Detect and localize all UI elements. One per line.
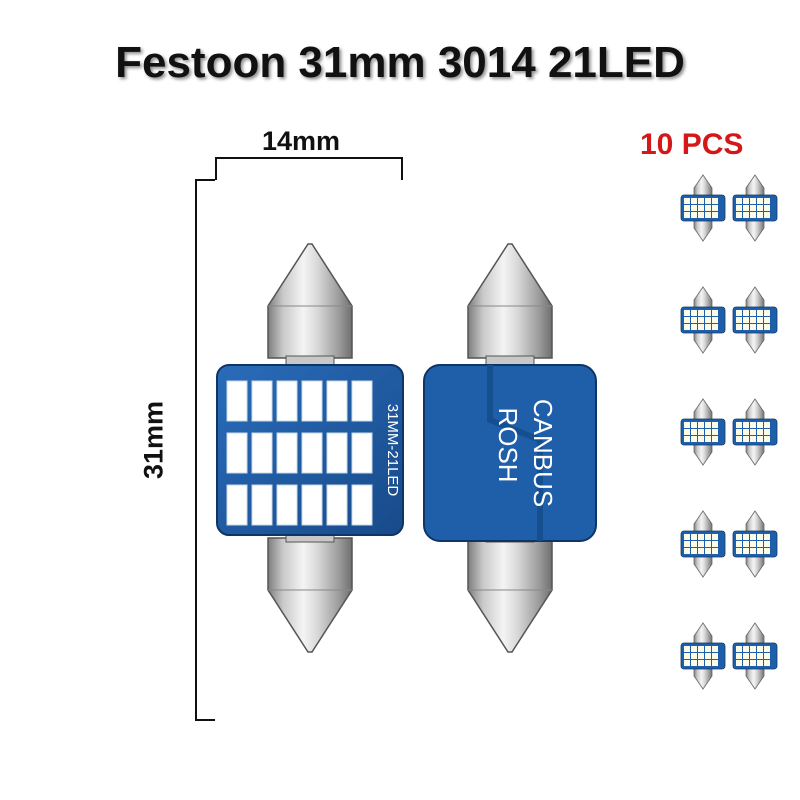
thumbnail-bulb <box>732 286 778 354</box>
rosh-text: ROSH <box>493 407 523 482</box>
product-title: Festoon 31mm 3014 21LED <box>115 38 685 87</box>
quantity-label: 10 PCS <box>640 128 744 161</box>
thumbnail-bulb <box>680 510 726 578</box>
thumbnail-bulb <box>680 174 726 242</box>
front-bulb: 31MM-21LED <box>216 243 404 653</box>
width-dimension-label: 14mm <box>262 126 341 156</box>
thumbnail-bulb <box>680 286 726 354</box>
board-label: 31MM-21LED <box>384 404 401 497</box>
thumbnail-grid <box>680 174 778 690</box>
thumbnail-bulb <box>732 510 778 578</box>
thumbnail-bulb <box>732 622 778 690</box>
thumbnail-bulb <box>732 398 778 466</box>
width-dimension-line <box>215 157 403 180</box>
canbus-text: CANBUS <box>528 399 558 507</box>
thumbnail-bulb <box>680 622 726 690</box>
length-dimension-line <box>195 179 215 721</box>
led-array <box>226 380 373 526</box>
back-bulb: CANBUS ROSH <box>423 243 597 653</box>
thumbnail-bulb <box>680 398 726 466</box>
thumbnail-bulb <box>732 174 778 242</box>
